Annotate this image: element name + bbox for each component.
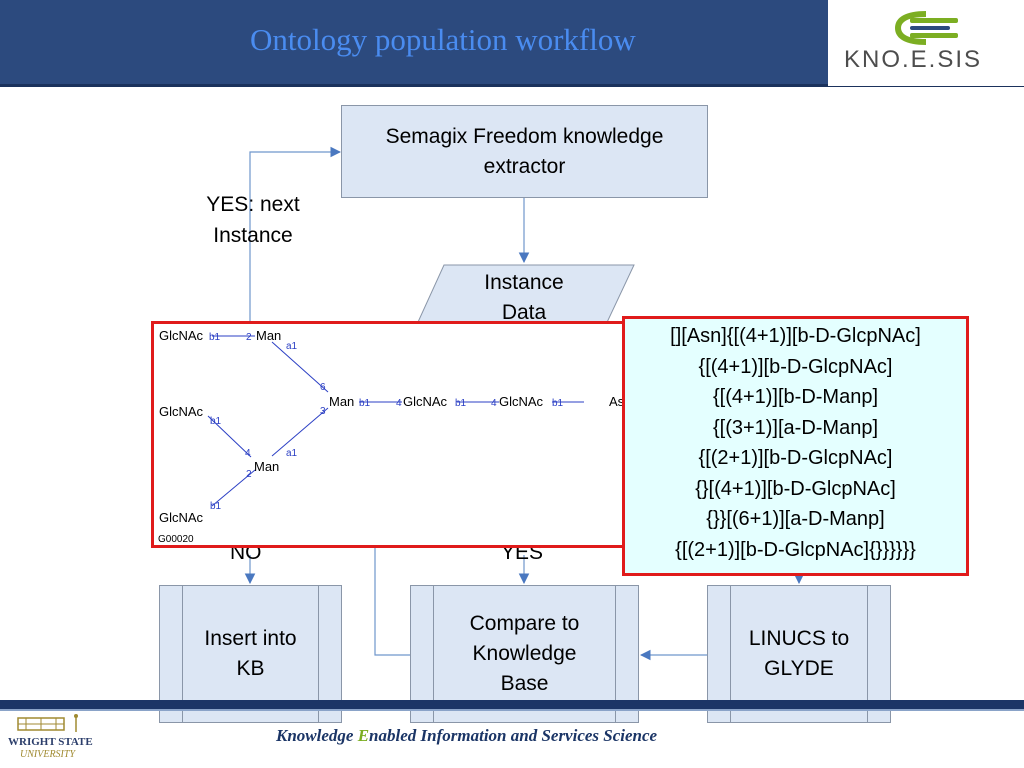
wsu-name: WRIGHT STATE bbox=[8, 736, 93, 748]
link-6: 6 bbox=[320, 382, 326, 393]
link-b1-chain2: b1 bbox=[455, 398, 467, 409]
link-a1-upper: a1 bbox=[286, 341, 298, 352]
compare-box-left-bar bbox=[433, 586, 434, 722]
yes-next-label: YES: next Instance bbox=[206, 193, 300, 247]
link-4-chain1: 4 bbox=[396, 398, 402, 409]
link-a1-lower: a1 bbox=[286, 448, 298, 459]
linucs-line: {[(3+1)][a-D-Manp] bbox=[712, 416, 879, 439]
footer-tagline-end: nabled Information and Services Science bbox=[369, 726, 658, 745]
bond-glcnac-bottom bbox=[211, 469, 256, 507]
footer-tagline: Knowledge Enabled Information and Servic… bbox=[276, 726, 657, 746]
wsu-university: UNIVERSITY bbox=[20, 749, 75, 760]
link-b1-chain3: b1 bbox=[552, 398, 564, 409]
link-b1-mid: b1 bbox=[210, 416, 222, 427]
linucs-label: LINUCS to GLYDE bbox=[730, 586, 868, 722]
compare-box-right-bar bbox=[615, 586, 616, 722]
residue-glcnac-chain2: GlcNAc bbox=[499, 394, 544, 409]
link-b1-chain1: b1 bbox=[359, 398, 371, 409]
residue-glcnac-mid: GlcNAc bbox=[159, 404, 204, 419]
glycan-id: G00020 bbox=[158, 534, 194, 545]
residue-glcnac-bottom: GlcNAc bbox=[159, 510, 204, 525]
residue-man-lower: Man bbox=[254, 459, 279, 474]
linucs-line: {}[(4+1)][b-D-GlcpNAc] bbox=[695, 477, 896, 500]
insert-box-right-bar bbox=[318, 586, 319, 722]
knoesis-logo-icon bbox=[894, 11, 958, 45]
link-2-top: 2 bbox=[246, 332, 252, 343]
residue-man-center: Man bbox=[329, 394, 354, 409]
header-edge bbox=[0, 84, 1024, 87]
insert-kb-text: Insert into KB bbox=[204, 627, 297, 680]
link-2-lower: 2 bbox=[246, 469, 252, 480]
insert-box-left-bar bbox=[182, 586, 183, 722]
linucs-line: {[(4+1)][b-D-GlcpNAc] bbox=[698, 355, 893, 378]
residue-asn: As bbox=[609, 394, 625, 409]
linucs-box-right-bar bbox=[867, 586, 868, 722]
link-4-chain2: 4 bbox=[491, 398, 497, 409]
wright-state-logo-icon bbox=[17, 714, 78, 732]
link-4-mid: 4 bbox=[245, 448, 251, 459]
logo-text: KNO.E.SIS bbox=[844, 46, 983, 73]
linucs-line: {}}[(6+1)][a-D-Manp] bbox=[706, 508, 885, 530]
link-b1-top: b1 bbox=[209, 332, 221, 343]
footer-bar-accent bbox=[0, 709, 1024, 711]
bond-man-top-center bbox=[271, 341, 329, 393]
slide-title: Ontology population workflow bbox=[250, 22, 636, 57]
bond-glcnac-mid bbox=[207, 415, 252, 458]
linucs-line: {[(4+1)][b-D-Manp] bbox=[712, 386, 879, 408]
residue-glcnac-top: GlcNAc bbox=[159, 328, 204, 343]
compare-kb-text: Compare to Knowledge Base bbox=[469, 612, 580, 695]
residue-glcnac-chain1: GlcNAc bbox=[403, 394, 448, 409]
linucs-code-panel: [][Asn]{[(4+1)][b-D-GlcpNAc] {[(4+1)][b-… bbox=[622, 316, 969, 576]
linucs-line: {[(2+1)][b-D-GlcpNAc] bbox=[698, 447, 893, 469]
linucs-line: [][Asn]{[(4+1)][b-D-GlcpNAc] bbox=[670, 325, 921, 347]
glycan-structure-drawing: GlcNAc Man GlcNAc Man GlcNAc GlcNAc As M… bbox=[158, 328, 625, 545]
insert-kb-label: Insert into KB bbox=[182, 586, 319, 722]
connector-compare-back bbox=[374, 548, 410, 656]
extractor-label: Semagix Freedom knowledge extractor bbox=[385, 124, 664, 178]
link-3: 3 bbox=[320, 406, 326, 417]
instance-data-label: Instance Data bbox=[484, 271, 564, 324]
footer-bar bbox=[0, 700, 1024, 709]
residue-man-top: Man bbox=[256, 328, 281, 343]
extractor-box: Semagix Freedom knowledge extractor bbox=[341, 105, 708, 198]
compare-kb-label: Compare to Knowledge Base bbox=[433, 586, 616, 722]
footer-tagline-start: Knowledge bbox=[276, 726, 358, 745]
linucs-box-left-bar bbox=[730, 586, 731, 722]
footer-tagline-highlight: E bbox=[357, 726, 370, 745]
link-b1-bottom: b1 bbox=[210, 501, 222, 512]
connector-loop-yes bbox=[249, 146, 342, 330]
linucs-line: {[(2+1)][b-D-GlcpNAc]{}}}}}} bbox=[675, 538, 916, 561]
glycan-structure-panel: GlcNAc Man GlcNAc Man GlcNAc GlcNAc As M… bbox=[151, 321, 631, 548]
compare-kb-box: Compare to Knowledge Base bbox=[410, 585, 639, 723]
bond-man-lower-center bbox=[271, 407, 329, 457]
linucs-text: LINUCS to GLYDE bbox=[748, 627, 850, 680]
